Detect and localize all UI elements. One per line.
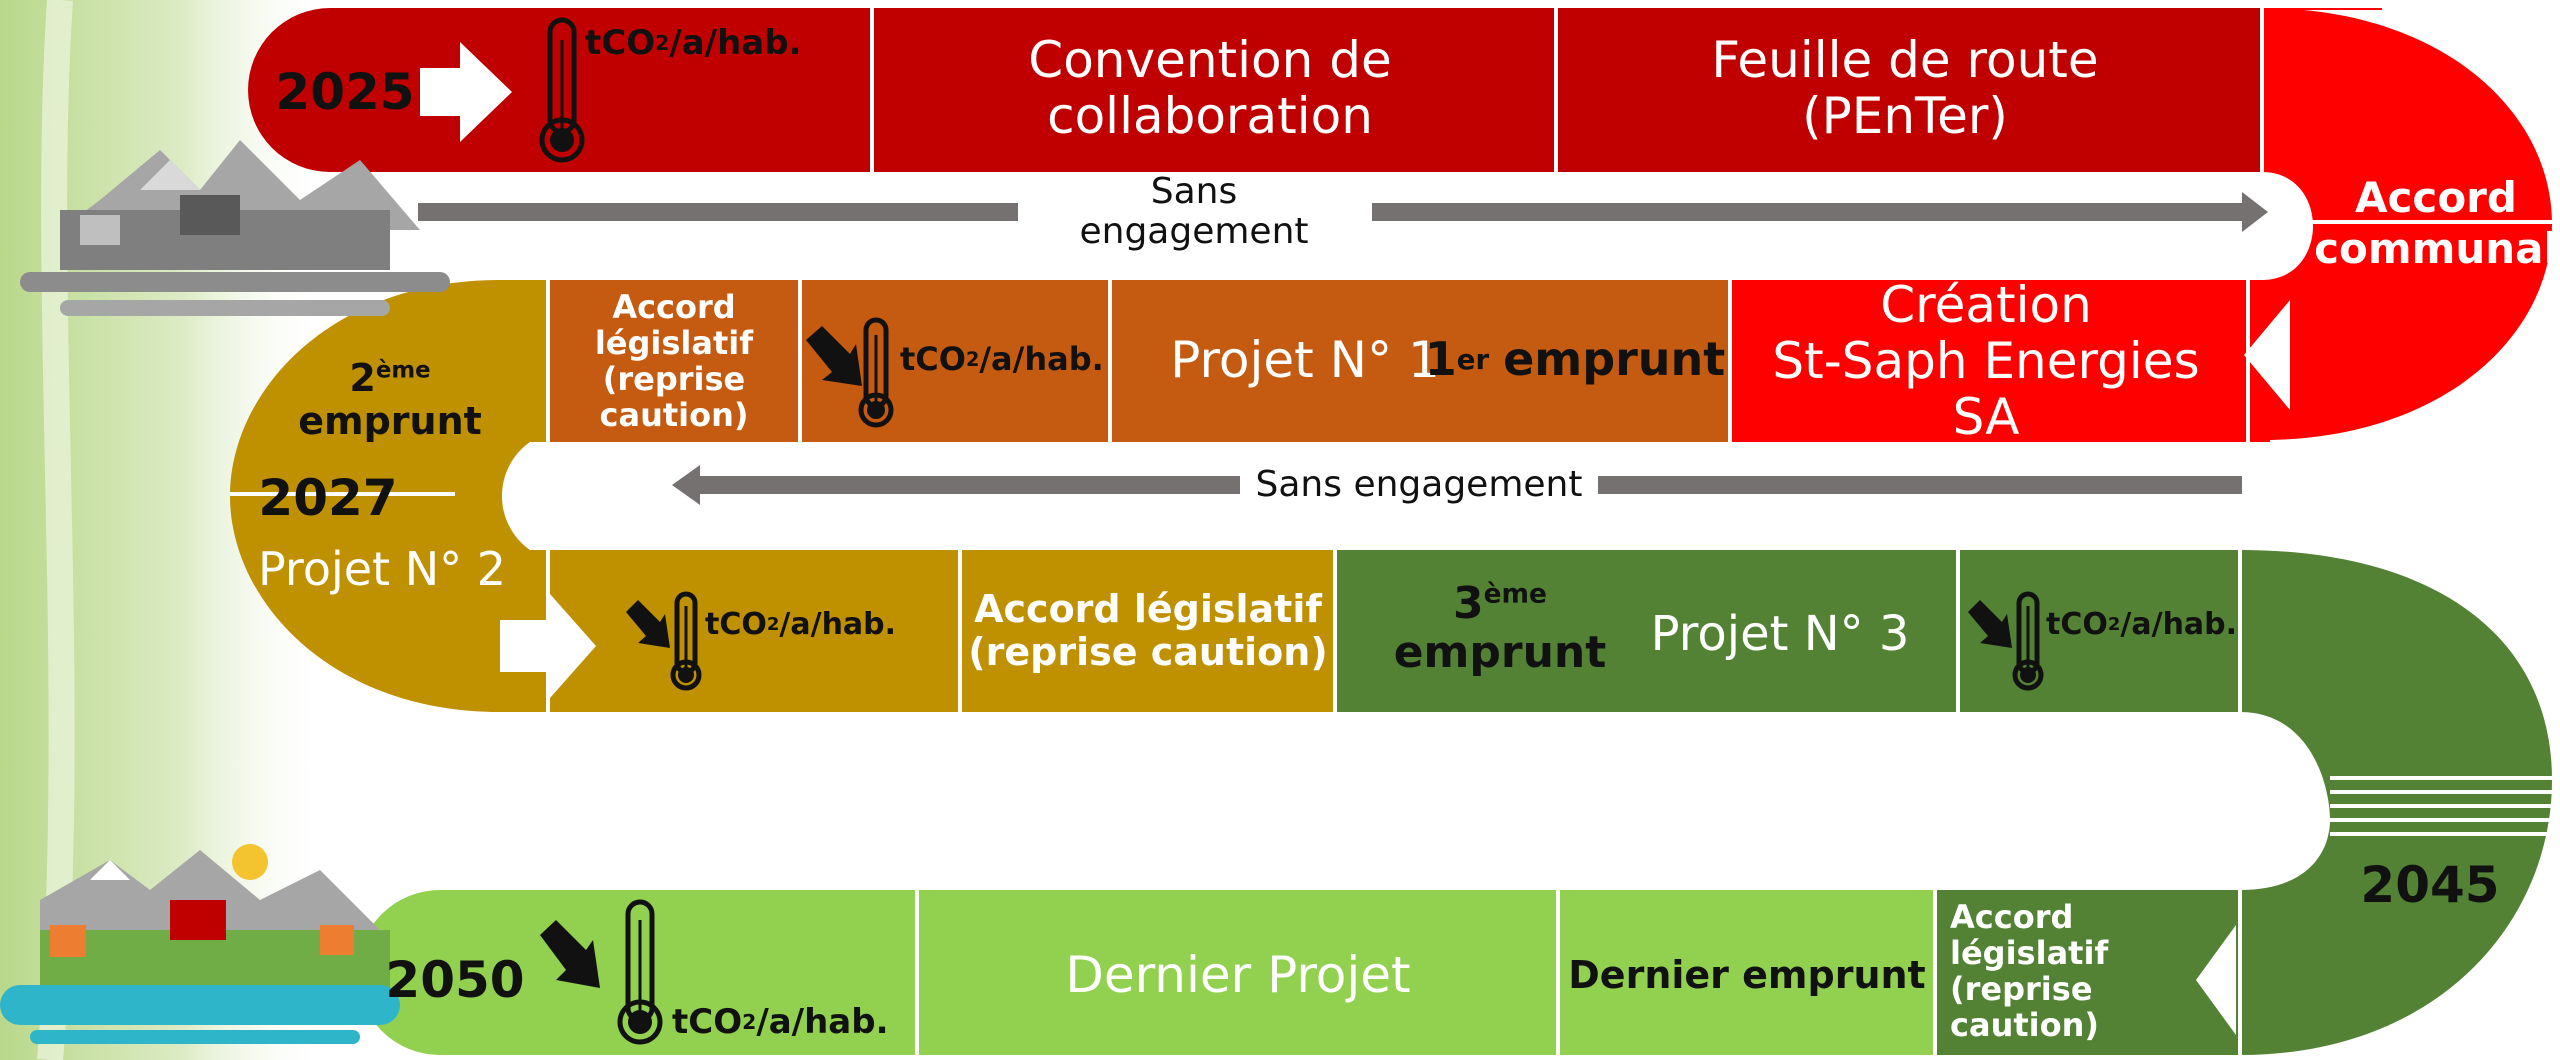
step-dernier-projet: Dernier Projet [1065,946,1411,1004]
step-dernier-emprunt: Dernier emprunt [1568,952,1926,997]
village-colour-illustration [0,844,400,1044]
arrow-2025 [420,42,512,142]
arrow-creation [2244,300,2290,410]
step-accord-legislatif-row3: Accord législatif(reprise caution) [968,587,1328,674]
curve-2045-green [2240,550,2552,1055]
segment-accord-row4 [1935,890,2240,1055]
band-row4-light-green [357,890,1935,1055]
year-2045: 2045 [2360,856,2500,914]
village-grey-illustration [20,140,450,316]
year-2027: 2027 [258,469,398,527]
year-2025: 2025 [275,63,415,121]
step-projet3: Projet N° 3 [1650,606,1910,663]
arrow-row4 [2196,925,2236,1035]
band-row1-dark-red [248,8,2262,172]
band-row3-green [1335,550,2240,712]
sans-engagement-label-1: Sans engagement [1020,171,1368,252]
sans-engagement-label-2: Sans engagement [1240,461,1598,509]
arrow-projet2 [500,594,596,698]
segment-creation [1730,280,2270,442]
thermometers [539,17,2044,1045]
step-projet2: Projet N° 2 [258,542,507,597]
step-feuille-de-route: Feuille de route(PEnTer) [1711,31,2099,145]
band-row2-orange [548,280,1730,442]
step-projet1: Projet N° 1 [1170,331,1440,389]
year-2050: 2050 [385,951,525,1009]
